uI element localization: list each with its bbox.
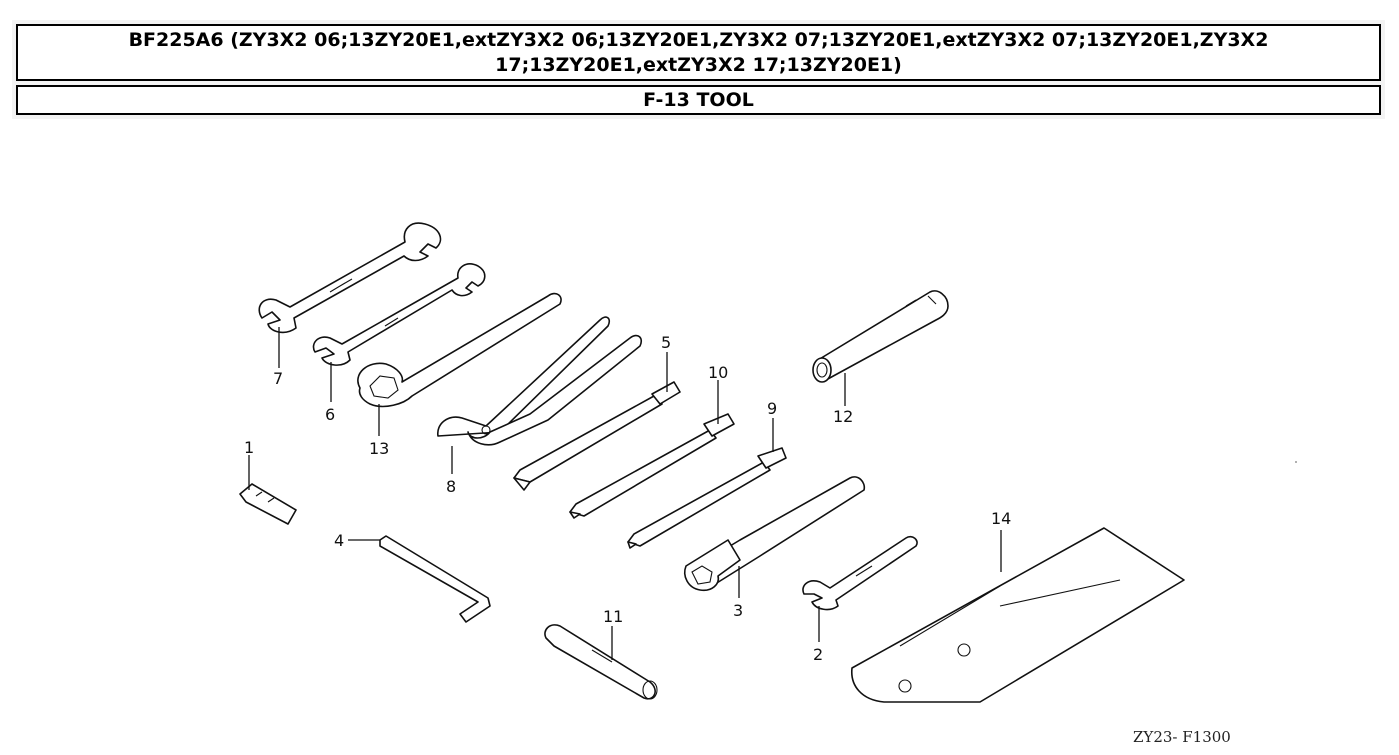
callout-13: 13 (369, 439, 389, 458)
model-title: BF225A6 (ZY3X2 06;13ZY20E1,extZY3X2 06;1… (16, 24, 1381, 81)
callout-7: 7 (273, 369, 283, 388)
part-11-handle[interactable] (544, 624, 658, 700)
part-10-screwdriver[interactable] (569, 413, 735, 519)
callout-9: 9 (767, 399, 777, 418)
callout-4: 4 (334, 531, 344, 550)
callout-2: 2 (813, 645, 823, 664)
part-12-tube-wrench[interactable] (812, 290, 949, 383)
diagram-code: ZY23- F1300 (1133, 728, 1231, 746)
callout-6: 6 (325, 405, 335, 424)
part-4-hex-key[interactable] (379, 535, 491, 623)
callout-8: 8 (446, 477, 456, 496)
callout-1: 1 (244, 438, 254, 457)
callout-12: 12 (833, 407, 853, 426)
part-9-screwdriver[interactable] (627, 447, 787, 549)
part-7-wrench[interactable] (258, 222, 442, 334)
part-6-wrench[interactable] (312, 263, 486, 366)
callout-10: 10 (708, 363, 728, 382)
callout-5: 5 (661, 333, 671, 352)
callout-11: 11 (603, 607, 623, 626)
callout-14: 14 (991, 509, 1011, 528)
part-14-tool-bag[interactable] (851, 527, 1185, 703)
header: BF225A6 (ZY3X2 06;13ZY20E1,extZY3X2 06;1… (12, 20, 1385, 119)
part-3-socket-wrench[interactable] (684, 476, 866, 592)
section-title: F-13 TOOL (16, 85, 1381, 115)
part-2-wrench[interactable] (802, 535, 918, 611)
part-1-clip[interactable] (239, 483, 297, 525)
leader-lines (248, 327, 1002, 660)
part-8-pliers[interactable] (437, 316, 643, 446)
stray-dot (1295, 461, 1297, 463)
callout-3: 3 (733, 601, 743, 620)
part-13-hex-wrench[interactable] (357, 292, 562, 408)
